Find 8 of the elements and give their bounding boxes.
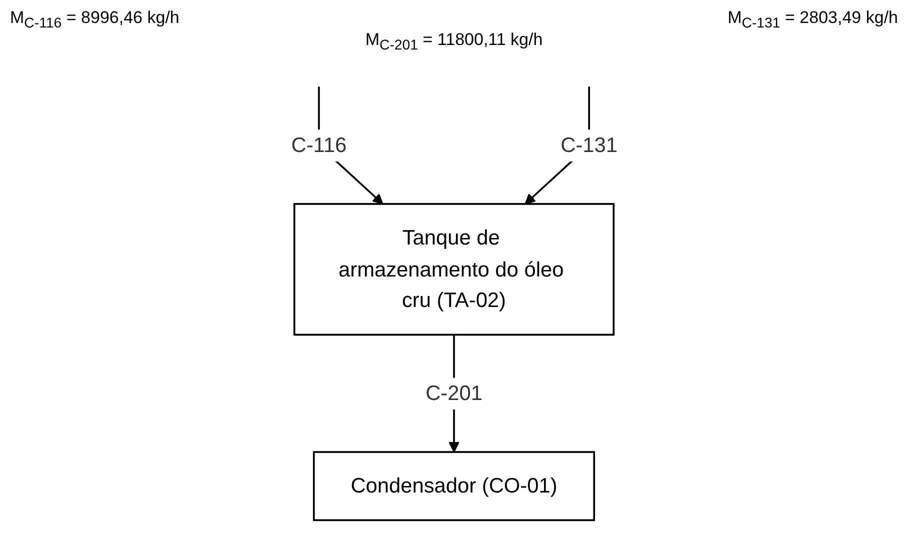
edge-label: C-131 — [560, 133, 618, 157]
edge-label: C-116 — [291, 133, 347, 157]
edge-label: C-201 — [426, 381, 482, 405]
node-box: Tanque de armazenamento do óleo cru (TA-02) — [293, 203, 615, 336]
flow-rate-label: M$_{C-201}$ = 11800,11 kg/h — [365, 30, 543, 54]
node-box: Condensador (CO-01) — [312, 451, 596, 522]
flow-rate-label: M$_{C-131}$ = 2803,49 kg/h — [728, 8, 898, 32]
flow-rate-label: M$_{C-116}$ = 8996,46 kg/h — [10, 8, 180, 32]
